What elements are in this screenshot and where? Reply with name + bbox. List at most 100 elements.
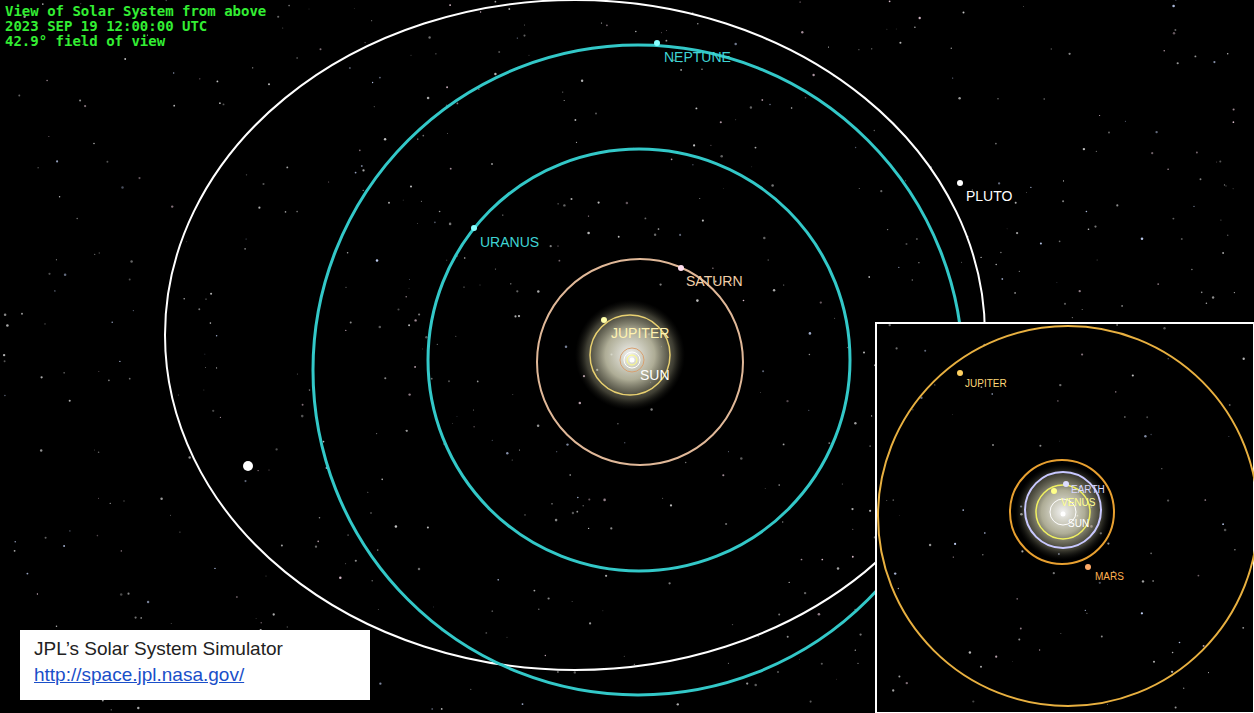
star — [767, 259, 769, 261]
star — [1019, 271, 1020, 272]
star — [1062, 200, 1064, 202]
star — [315, 546, 317, 548]
star — [1191, 269, 1192, 270]
star — [859, 188, 860, 189]
star — [857, 663, 858, 664]
star — [478, 88, 479, 89]
star — [6, 324, 9, 327]
star — [680, 69, 682, 71]
star — [98, 452, 100, 454]
star — [887, 229, 888, 230]
star — [746, 682, 748, 684]
star — [111, 321, 113, 323]
star — [204, 353, 206, 355]
star — [606, 25, 608, 27]
star — [523, 24, 525, 26]
star — [654, 234, 656, 236]
star — [1183, 687, 1184, 688]
star — [1115, 391, 1117, 393]
star — [995, 656, 997, 658]
star — [789, 582, 790, 583]
sun-glow — [575, 300, 685, 410]
star — [1228, 436, 1230, 438]
star — [1116, 204, 1118, 206]
star — [589, 622, 591, 624]
star — [14, 541, 15, 542]
star — [410, 55, 411, 56]
star — [558, 203, 559, 204]
star — [506, 452, 508, 454]
star — [801, 31, 803, 33]
star — [451, 423, 453, 425]
star — [696, 299, 699, 302]
star — [764, 487, 766, 489]
star — [1132, 374, 1134, 376]
planet-label: NEPTUNE — [664, 50, 731, 65]
star — [735, 119, 737, 121]
star — [760, 392, 762, 394]
star — [84, 105, 86, 107]
star — [301, 415, 304, 418]
star — [48, 136, 50, 138]
star — [720, 121, 722, 123]
star — [782, 521, 783, 522]
star — [367, 492, 368, 493]
star — [252, 67, 253, 68]
star — [479, 284, 481, 286]
star — [588, 498, 590, 500]
star — [288, 5, 290, 7]
star — [783, 443, 785, 445]
star — [618, 236, 620, 238]
star — [477, 381, 479, 383]
caption-box: JPL’s Solar System Simulatorhttp://space… — [20, 630, 370, 700]
star — [659, 283, 661, 285]
star — [427, 97, 430, 100]
star — [1146, 416, 1148, 418]
star — [296, 211, 298, 213]
star — [834, 318, 835, 319]
star — [953, 556, 954, 557]
star — [702, 220, 704, 222]
star — [889, 324, 891, 326]
star — [588, 528, 589, 529]
star — [665, 40, 667, 42]
star — [1086, 613, 1087, 614]
star — [268, 83, 270, 85]
star — [1229, 404, 1231, 406]
star — [868, 276, 870, 278]
star — [564, 100, 565, 101]
star — [919, 17, 921, 19]
star — [1227, 53, 1229, 55]
star — [355, 172, 357, 174]
star — [395, 525, 397, 527]
star — [963, 11, 965, 13]
saturn-orbit — [537, 259, 743, 465]
star — [98, 497, 100, 499]
planet-label: JUPITER — [965, 378, 1007, 389]
star — [1196, 151, 1198, 153]
star — [455, 336, 456, 337]
star — [1107, 542, 1109, 544]
star — [1056, 281, 1058, 283]
star — [720, 155, 723, 158]
star — [980, 257, 981, 258]
star — [56, 160, 58, 162]
star — [350, 321, 352, 323]
star — [958, 97, 960, 99]
star — [373, 106, 375, 108]
star — [1243, 358, 1245, 360]
star — [805, 97, 807, 99]
star — [345, 563, 347, 565]
star — [918, 262, 919, 263]
star — [1151, 152, 1153, 154]
star — [855, 650, 856, 651]
star — [69, 530, 70, 531]
star — [130, 260, 132, 262]
star — [1015, 202, 1017, 204]
star — [810, 701, 812, 703]
star — [617, 423, 619, 425]
star — [804, 592, 806, 594]
star — [370, 512, 372, 514]
star — [98, 371, 99, 372]
star — [210, 293, 212, 295]
